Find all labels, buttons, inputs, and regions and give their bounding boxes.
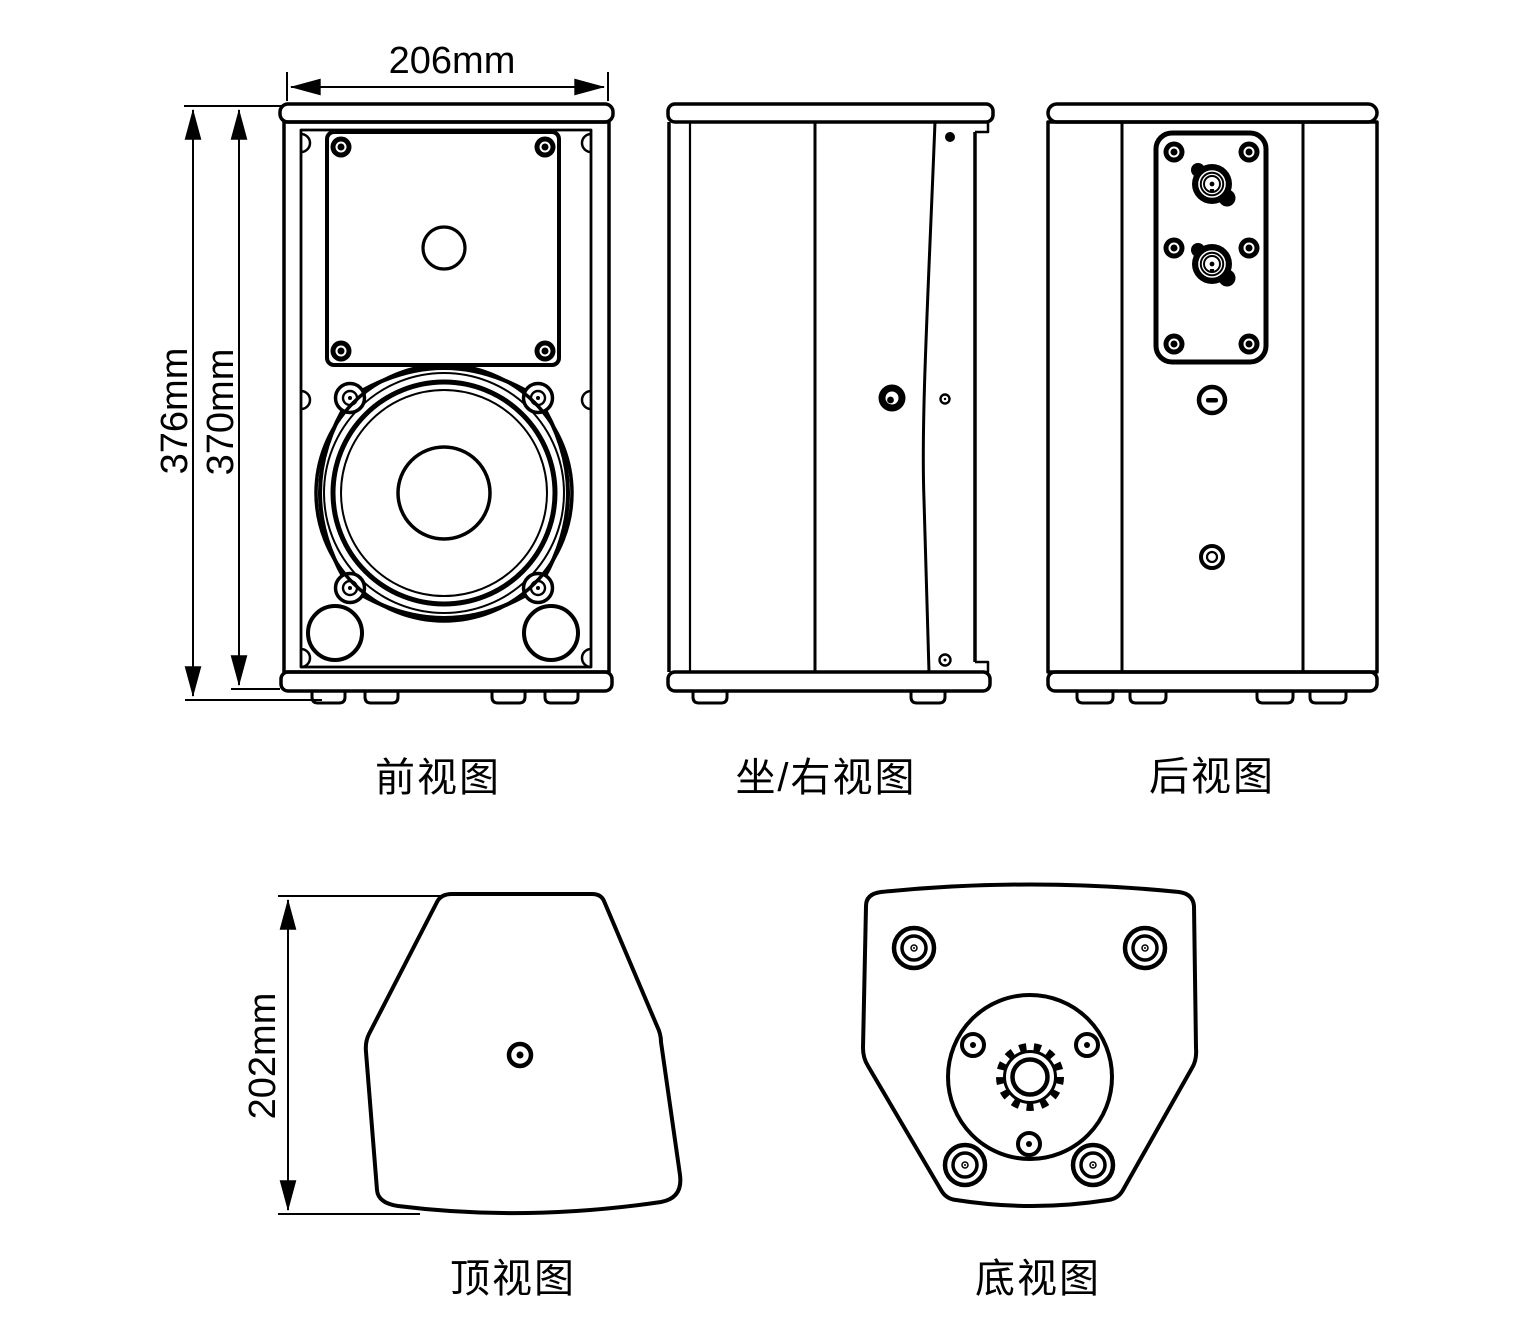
side-back-crease	[921, 121, 937, 673]
rear-view-label: 后视图	[1149, 755, 1275, 799]
rear-top-cap	[1046, 102, 1379, 124]
rear-base	[1046, 670, 1379, 693]
woofer-ring-outer	[314, 363, 574, 623]
side-small-screw	[939, 393, 951, 405]
front-base	[279, 670, 614, 693]
rear-body	[1046, 120, 1379, 674]
top-view	[363, 892, 683, 1216]
pole-mount-ring	[1003, 1050, 1057, 1104]
tweeter-plate	[325, 130, 561, 367]
top-view-label: 顶视图	[450, 1257, 576, 1301]
woofer-cone-edge	[340, 389, 548, 597]
view-labels: 前视图 坐/右视图 后视图 顶视图 底视图	[375, 755, 1275, 1301]
woofer	[314, 363, 574, 623]
bottom-view	[861, 882, 1199, 1208]
connector-plate-screws	[1163, 141, 1260, 355]
bottom-view-outline	[861, 882, 1199, 1208]
side-bottom-screw	[938, 653, 952, 667]
woofer-surround	[330, 379, 558, 607]
side-top-cap	[666, 102, 995, 124]
front-view	[278, 102, 615, 705]
dim-front-width: 206mm	[389, 40, 516, 82]
bass-port-left	[306, 604, 364, 662]
side-view	[666, 102, 995, 705]
connector-plate	[1153, 130, 1269, 365]
rear-insert	[1199, 544, 1225, 570]
bass-port-right	[522, 604, 580, 662]
pole-mount-knurl	[996, 1043, 1064, 1111]
pole-mount-plate	[946, 993, 1114, 1161]
dimensions: 206mm 376mm 370mm 202mm	[154, 40, 609, 1215]
tweeter-plate-screws	[330, 136, 556, 362]
speakon-connector-bottom	[1191, 243, 1236, 287]
woofer-ring-2	[323, 372, 565, 614]
pole-mount	[946, 993, 1114, 1161]
front-feet	[310, 691, 580, 705]
tweeter-horn	[421, 225, 467, 271]
speakon-connector-top	[1191, 163, 1236, 207]
bottom-feet	[891, 925, 1168, 1188]
grille-notches	[300, 132, 592, 669]
rear-feet	[1075, 691, 1348, 705]
front-view-label: 前视图	[375, 756, 501, 800]
rear-slot-screw	[1196, 384, 1228, 416]
woofer-frame-tabs	[333, 381, 555, 605]
top-view-outline	[363, 892, 683, 1216]
dim-top-depth: 202mm	[242, 993, 284, 1120]
woofer-dust-cap	[396, 445, 492, 541]
dim-overall-height: 376mm	[154, 348, 196, 475]
side-top-lip	[975, 120, 990, 134]
dim-heights-group: 376mm 370mm	[154, 105, 322, 701]
side-top-screw	[945, 132, 955, 142]
pole-mount-screws	[960, 1032, 1100, 1157]
top-view-screw	[506, 1041, 534, 1069]
dim-front-width-group: 206mm	[286, 40, 609, 101]
rear-view	[1046, 102, 1379, 705]
front-top-cap	[278, 102, 615, 124]
side-view-label: 坐/右视图	[735, 756, 916, 800]
dim-cabinet-height: 370mm	[200, 349, 242, 476]
pole-mount-hole	[1010, 1057, 1050, 1097]
side-base	[666, 670, 992, 693]
side-mount-bolt	[878, 384, 906, 412]
dim-depth-group: 202mm	[242, 895, 443, 1215]
bottom-view-label: 底视图	[975, 1257, 1101, 1301]
side-feet	[691, 691, 947, 705]
